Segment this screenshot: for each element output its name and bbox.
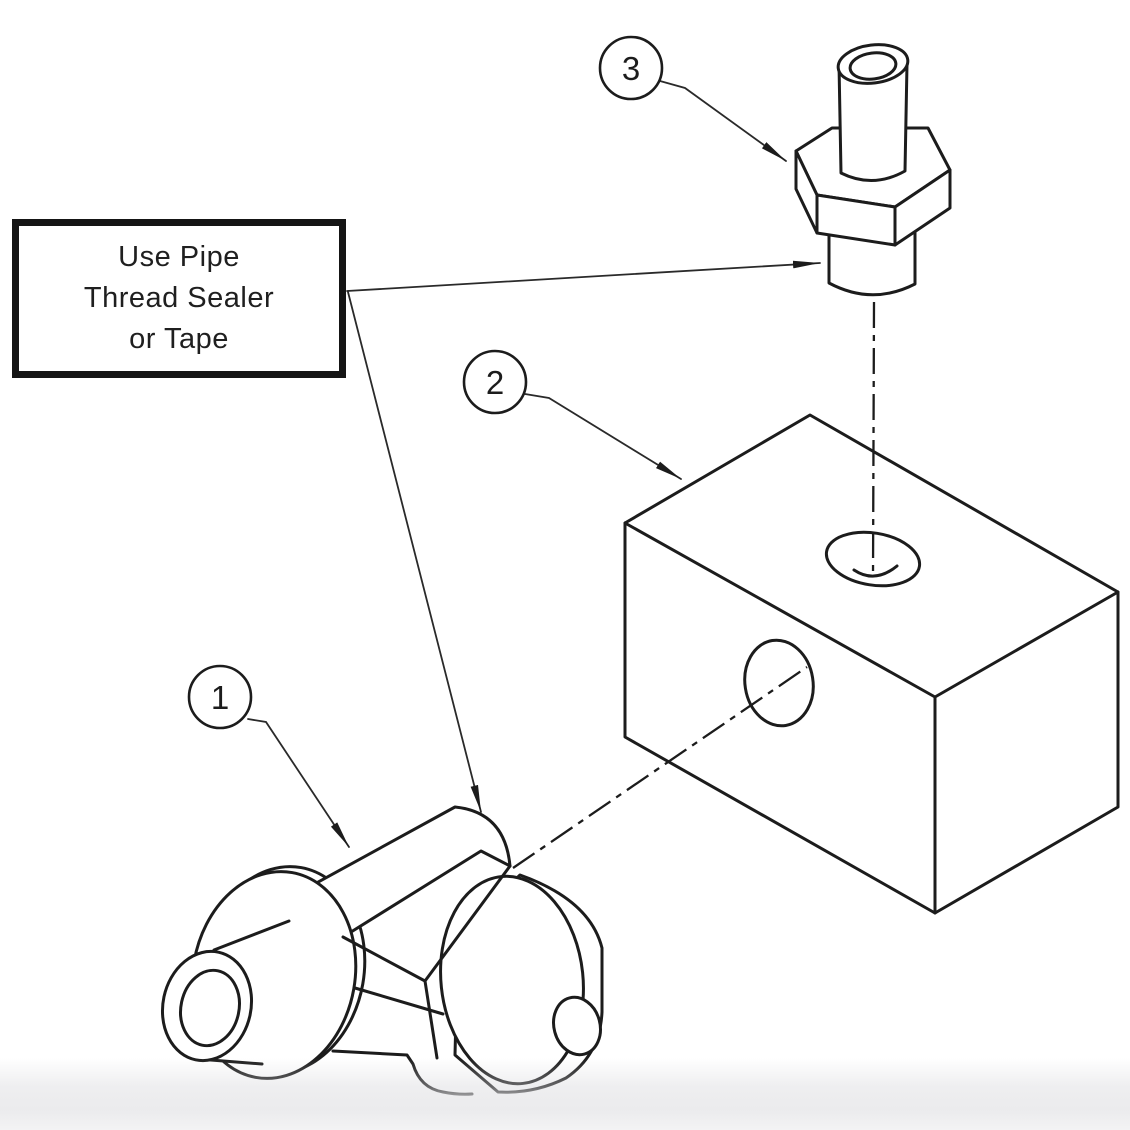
fitting-tube [837,62,909,183]
hex-nut-right-face [893,168,952,247]
fitting-centerline [871,301,876,579]
balloon-3-leader [659,80,787,162]
balloon-3-number: 3 [622,50,640,87]
note-leader-to-fitting [346,260,821,292]
valve-assembly [160,805,604,1096]
note-line-3: or Tape [129,323,229,355]
block-top-hole [824,530,922,588]
valve-stub-bore [179,968,241,1048]
manifold-block [623,413,1120,915]
note-line-2: Thread Sealer [83,282,275,314]
block-top-hole-depth-arc [852,564,899,578]
valve-port-boss [552,995,602,1057]
balloon-3: 3 [598,35,787,162]
valve-barrel-flat-face [298,805,512,939]
note-leader-to-valve [347,291,482,813]
note-box: Use Pipe Thread Sealer or Tape [12,219,346,378]
valve-bottom-edge [331,1049,474,1096]
block-side-hole [743,638,815,728]
hex-fitting [794,43,952,297]
balloon-1-leader [247,718,350,848]
balloon-1-number: 1 [211,679,229,716]
balloon-1: 1 [187,664,350,848]
balloon-2-number: 2 [486,364,504,401]
valve-stem-edge [423,979,439,1060]
fitting-lower-stub [827,230,917,297]
block-inner-edges [623,521,1120,915]
balloon-3-circle [598,35,664,101]
balloon-2-leader [524,393,682,480]
valve-barrel-bottom-edge [353,986,445,1016]
note-line-1: Use Pipe [118,241,240,273]
balloon-2-circle [462,349,528,415]
block-outline [623,413,1120,915]
valve-centerline [512,666,808,869]
balloon-2: 2 [462,349,682,480]
fitting-tube-bore [848,51,898,81]
balloon-1-circle [187,664,253,730]
